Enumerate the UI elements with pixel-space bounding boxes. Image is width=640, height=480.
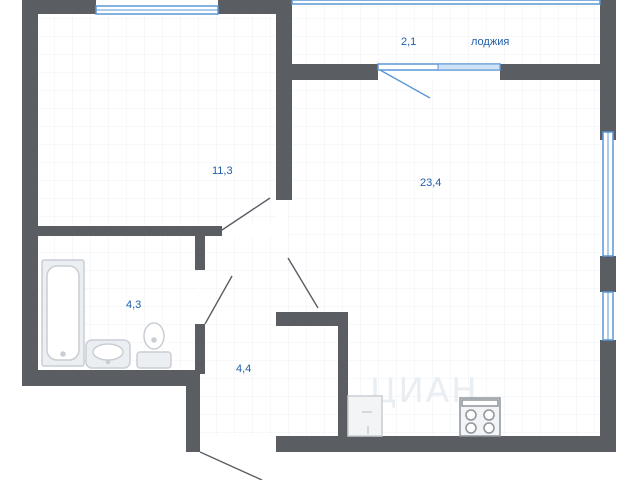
- fridge-icon: [347, 395, 383, 437]
- wall-hallway-corner: [186, 436, 200, 452]
- wall-bedroom-bathroom: [38, 226, 222, 236]
- room-labels: 11,3 23,4 2,1 лоджия 4,3 4,4: [126, 36, 509, 375]
- floor-areas: [38, 0, 600, 436]
- wall-hallway-left: [186, 370, 200, 452]
- windows: [95, 0, 614, 341]
- door-bedroom: [221, 197, 271, 231]
- wall-top-right: [218, 0, 292, 14]
- door-entrance: [199, 451, 263, 480]
- loggia-area-label: 2,1: [401, 36, 416, 48]
- loggia-name-label: лоджия: [471, 36, 509, 48]
- stove-icon: [459, 397, 501, 437]
- bedroom-area-label: 11,3: [212, 165, 233, 177]
- sink-icon: [85, 339, 131, 369]
- wall-right-bottom: [600, 340, 616, 452]
- bedroom-floor: [38, 14, 276, 226]
- loggia-door-glass: [437, 63, 501, 71]
- toilet-icon: [136, 322, 172, 369]
- door-loggia-swing: [379, 69, 431, 99]
- wall-right-mid: [600, 256, 616, 292]
- bathroom-area-label: 4,3: [126, 299, 141, 311]
- window-loggia: [291, 0, 601, 5]
- door-living: [287, 257, 319, 309]
- wall-bathroom-stub: [195, 236, 205, 270]
- hallway-area-label: 4,4: [236, 363, 251, 375]
- wall-top-left: [22, 0, 96, 14]
- loggia-floor: [292, 0, 600, 64]
- wall-bedroom-living: [276, 0, 292, 200]
- wall-bathroom-bottom: [22, 370, 198, 386]
- wall-left: [22, 0, 38, 386]
- wall-bathroom-door-jamb: [195, 324, 205, 374]
- watermark: ЦИАН: [370, 371, 479, 411]
- wall-bottom: [276, 436, 616, 452]
- living-area-label: 23,4: [420, 177, 441, 189]
- doors: [199, 69, 431, 480]
- wall-loggia-left: [292, 64, 378, 80]
- wall-kitchen-top: [276, 312, 346, 326]
- wall-loggia-right: [500, 64, 616, 80]
- wall-kitchen-side: [338, 312, 348, 436]
- fixtures: [41, 259, 501, 437]
- hallway-floor: [200, 236, 350, 436]
- bathtub-icon: [41, 259, 85, 367]
- walls: [22, 0, 616, 452]
- door-bathroom: [204, 275, 233, 325]
